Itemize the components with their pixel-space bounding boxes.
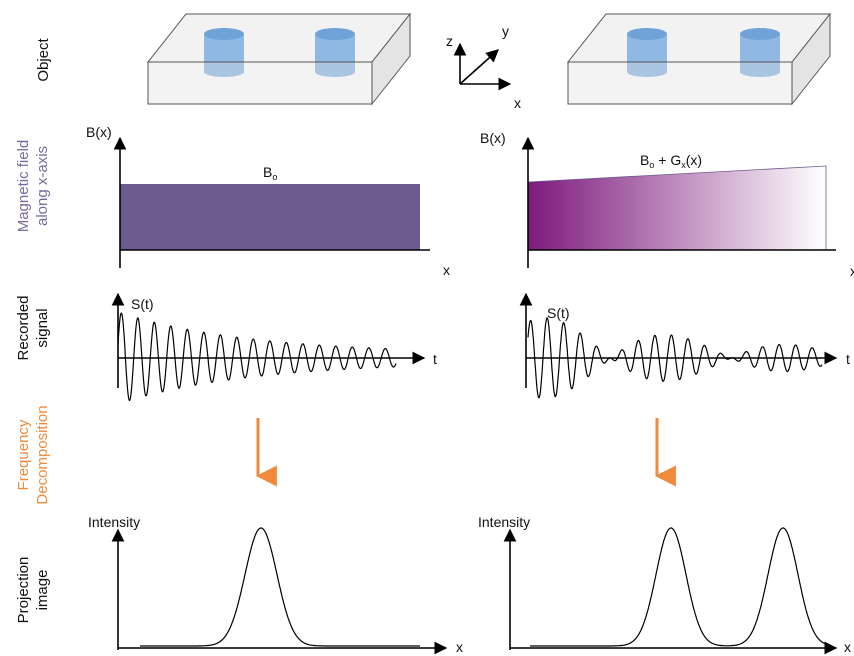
projection-panel-right: Intensity x xyxy=(478,514,851,655)
projection-x-label: x xyxy=(844,639,851,655)
cylinder-bottom xyxy=(740,67,780,77)
projection-y-label: Intensity xyxy=(478,514,530,530)
signal-panel-left: S(t) t xyxy=(111,292,437,402)
field-x-label: x xyxy=(443,262,450,278)
projection-double-peak xyxy=(530,527,827,647)
axis-z-label: z xyxy=(446,33,453,49)
row-label-projection: Projection image xyxy=(15,557,51,624)
gradient-field-bar xyxy=(527,165,827,251)
field-x-label: x xyxy=(850,263,854,279)
signal-waveform-beating xyxy=(527,317,823,399)
row-label-magnetic-line2: along x-axis xyxy=(34,146,51,226)
cylinder-left-a xyxy=(204,28,244,77)
cylinder-right-b xyxy=(740,28,780,77)
cylinder-body xyxy=(627,34,667,72)
signal-x-label: t xyxy=(846,351,850,367)
box-top-face xyxy=(146,13,412,63)
row-label-projection-line1: Projection xyxy=(15,557,32,624)
row-label-object: Object xyxy=(35,37,52,81)
axis-y-label: y xyxy=(502,23,509,39)
row-label-magnetic-line1: Magnetic field xyxy=(15,140,32,233)
field-b0-label: Bo xyxy=(263,164,277,182)
field-panel-left: B(x) x Bo xyxy=(86,124,450,278)
xyz-axes-icon: z y x xyxy=(446,23,521,111)
signal-panel-right: S(t) t xyxy=(519,292,850,399)
cylinder-left-b xyxy=(315,28,355,77)
projection-y-label: Intensity xyxy=(88,514,140,530)
cylinder-bottom xyxy=(315,67,355,77)
projection-peak xyxy=(140,527,420,647)
cylinder-top xyxy=(204,28,244,40)
field-y-label: B(x) xyxy=(480,130,506,146)
signal-y-label: S(t) xyxy=(131,296,154,312)
projection-x-label: x xyxy=(456,639,463,655)
signal-waveform-decaying xyxy=(117,312,397,402)
cylinder-body xyxy=(740,34,780,72)
field-y-label: B(x) xyxy=(86,124,112,140)
row-label-recorded-line2: signal xyxy=(34,308,51,347)
field-panel-right: B(x) x Bo + Gx(x) xyxy=(480,130,854,279)
cylinder-body xyxy=(204,34,244,72)
uniform-field-bar xyxy=(120,184,420,250)
row-label-frequency-line1: Frequency xyxy=(15,419,32,490)
signal-x-label: t xyxy=(433,351,437,367)
row-label-frequency-line2: Decomposition xyxy=(34,405,51,504)
field-b0-gx-label: Bo + Gx(x) xyxy=(640,152,702,170)
object-box-right xyxy=(566,12,832,106)
row-label-frequency: Frequency Decomposition xyxy=(15,405,51,504)
cylinder-right-a xyxy=(627,28,667,77)
signal-y-label: S(t) xyxy=(547,305,570,321)
cylinder-body xyxy=(315,34,355,72)
projection-panel-left: Intensity x xyxy=(88,514,463,655)
row-label-magnetic: Magnetic field along x-axis xyxy=(15,140,51,233)
cylinder-top xyxy=(627,28,667,40)
row-label-recorded-line1: Recorded xyxy=(15,295,32,360)
cylinder-top xyxy=(315,28,355,40)
row-label-object-text: Object xyxy=(35,37,52,81)
cylinder-bottom xyxy=(204,67,244,77)
box-front-face xyxy=(147,61,373,105)
box-front-face xyxy=(567,61,793,105)
object-box-left xyxy=(146,12,412,106)
row-label-recorded: Recorded signal xyxy=(15,295,51,360)
box-top-face xyxy=(566,13,832,63)
cylinder-top xyxy=(740,28,780,40)
row-label-projection-line2: image xyxy=(34,570,51,611)
cylinder-bottom xyxy=(627,67,667,77)
axis-x-label: x xyxy=(514,95,521,111)
